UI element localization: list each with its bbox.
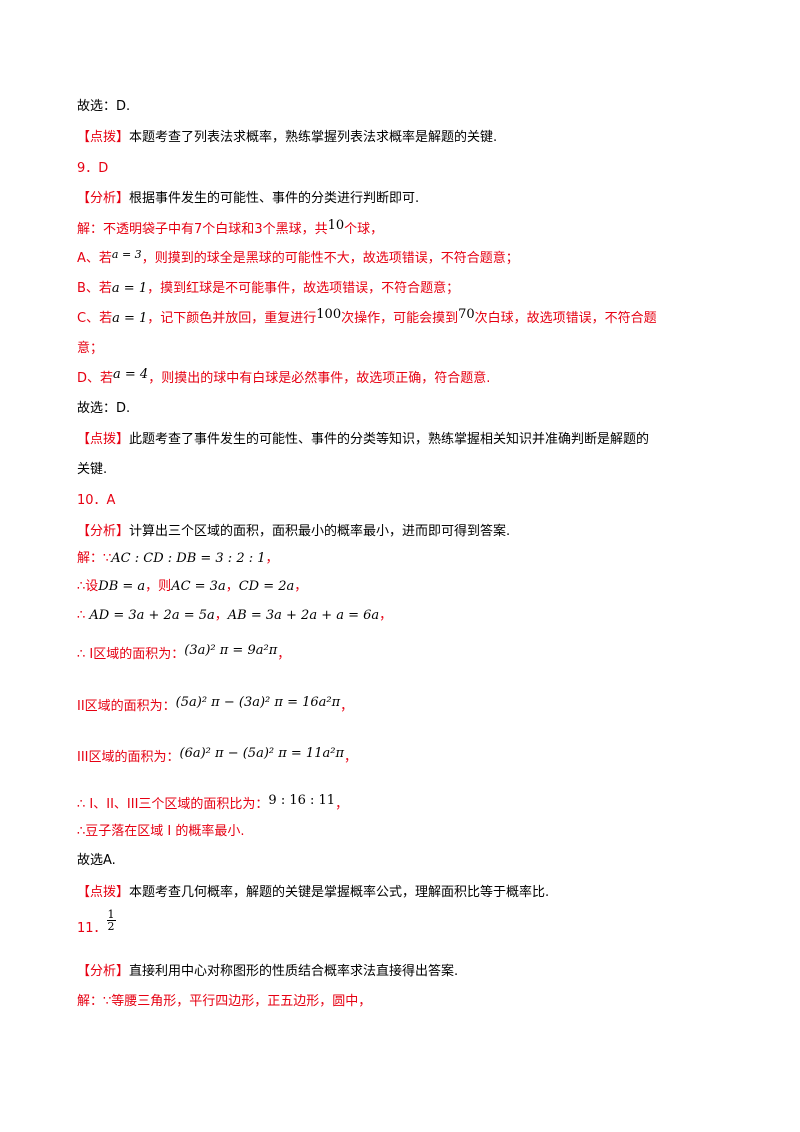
question-number: 9．D [77,161,109,176]
solution-line: 解：不透明袋子中有7个白球和3个黑球，共10个球， [77,218,384,237]
tip-paragraph-wrap: 关键. [77,462,108,477]
solution-line: 解：∵等腰三角形，平行四边形，正五边形，圆中， [77,994,372,1009]
conclusion-line: ∴豆子落在区域 I 的概率最小. [77,824,245,839]
area-region-2: II区域的面积为：(5a)² π − (3a)² π = 16a²π， [77,695,354,714]
option-d-line: D、若a = 4，则摸出的球中有白球是必然事件，故选项正确，符合题意. [77,367,491,386]
option-a-line: A、若a = 3，则摸到的球全是黑球的可能性不大，故选项错误，不符合题意； [77,248,519,266]
solution-line: ∴ AD = 3a + 2a = 5a，AB = 3a + 2a + a = 6… [77,608,393,623]
option-b-line: B、若a = 1，摸到红球是不可能事件，故选项错误，不符合题意； [77,281,460,296]
tip-paragraph: 【点拨】本题考查了列表法求概率，熟练掌握列表法求概率是解题的关键. [77,130,498,145]
area-region-3: III区域的面积为：(6a)² π − (5a)² π = 11a²π， [77,746,357,765]
solution-line: 解：∵AC : CD : DB = 3 : 2 : 1， [77,551,279,566]
question-number: 10．A [77,493,116,508]
tip-paragraph: 【点拨】此题考查了事件发生的可能性、事件的分类等知识，熟练掌握相关知识并准确判断… [77,432,650,447]
analysis-paragraph: 【分析】直接利用中心对称图形的性质结合概率求法直接得出答案. [77,964,459,979]
solution-line: ∴设DB = a，则AC = 3a，CD = 2a， [77,579,308,594]
analysis-paragraph: 【分析】根据事件发生的可能性、事件的分类进行判断即可. [77,191,420,206]
tip-paragraph: 【点拨】本题考查几何概率，解题的关键是掌握概率公式，理解面积比等于概率比. [77,885,550,900]
answer-line: 故选：D. [77,401,131,416]
answer-line: 故选：D. [77,99,131,114]
area-region-1: ∴ I区域的面积为：(3a)² π = 9a²π， [77,643,291,662]
answer-line: 故选A. [77,853,116,868]
option-c-line-wrap: 意； [77,341,104,356]
area-ratio-line: ∴ I、II、III三个区域的面积比为：9 : 16 : 11， [77,793,349,812]
option-c-line: C、若a = 1，记下颜色并放回，重复进行100次操作，可能会摸到70次白球，故… [77,307,657,326]
analysis-paragraph: 【分析】计算出三个区域的面积，面积最小的概率最小，进而即可得到答案. [77,524,511,539]
